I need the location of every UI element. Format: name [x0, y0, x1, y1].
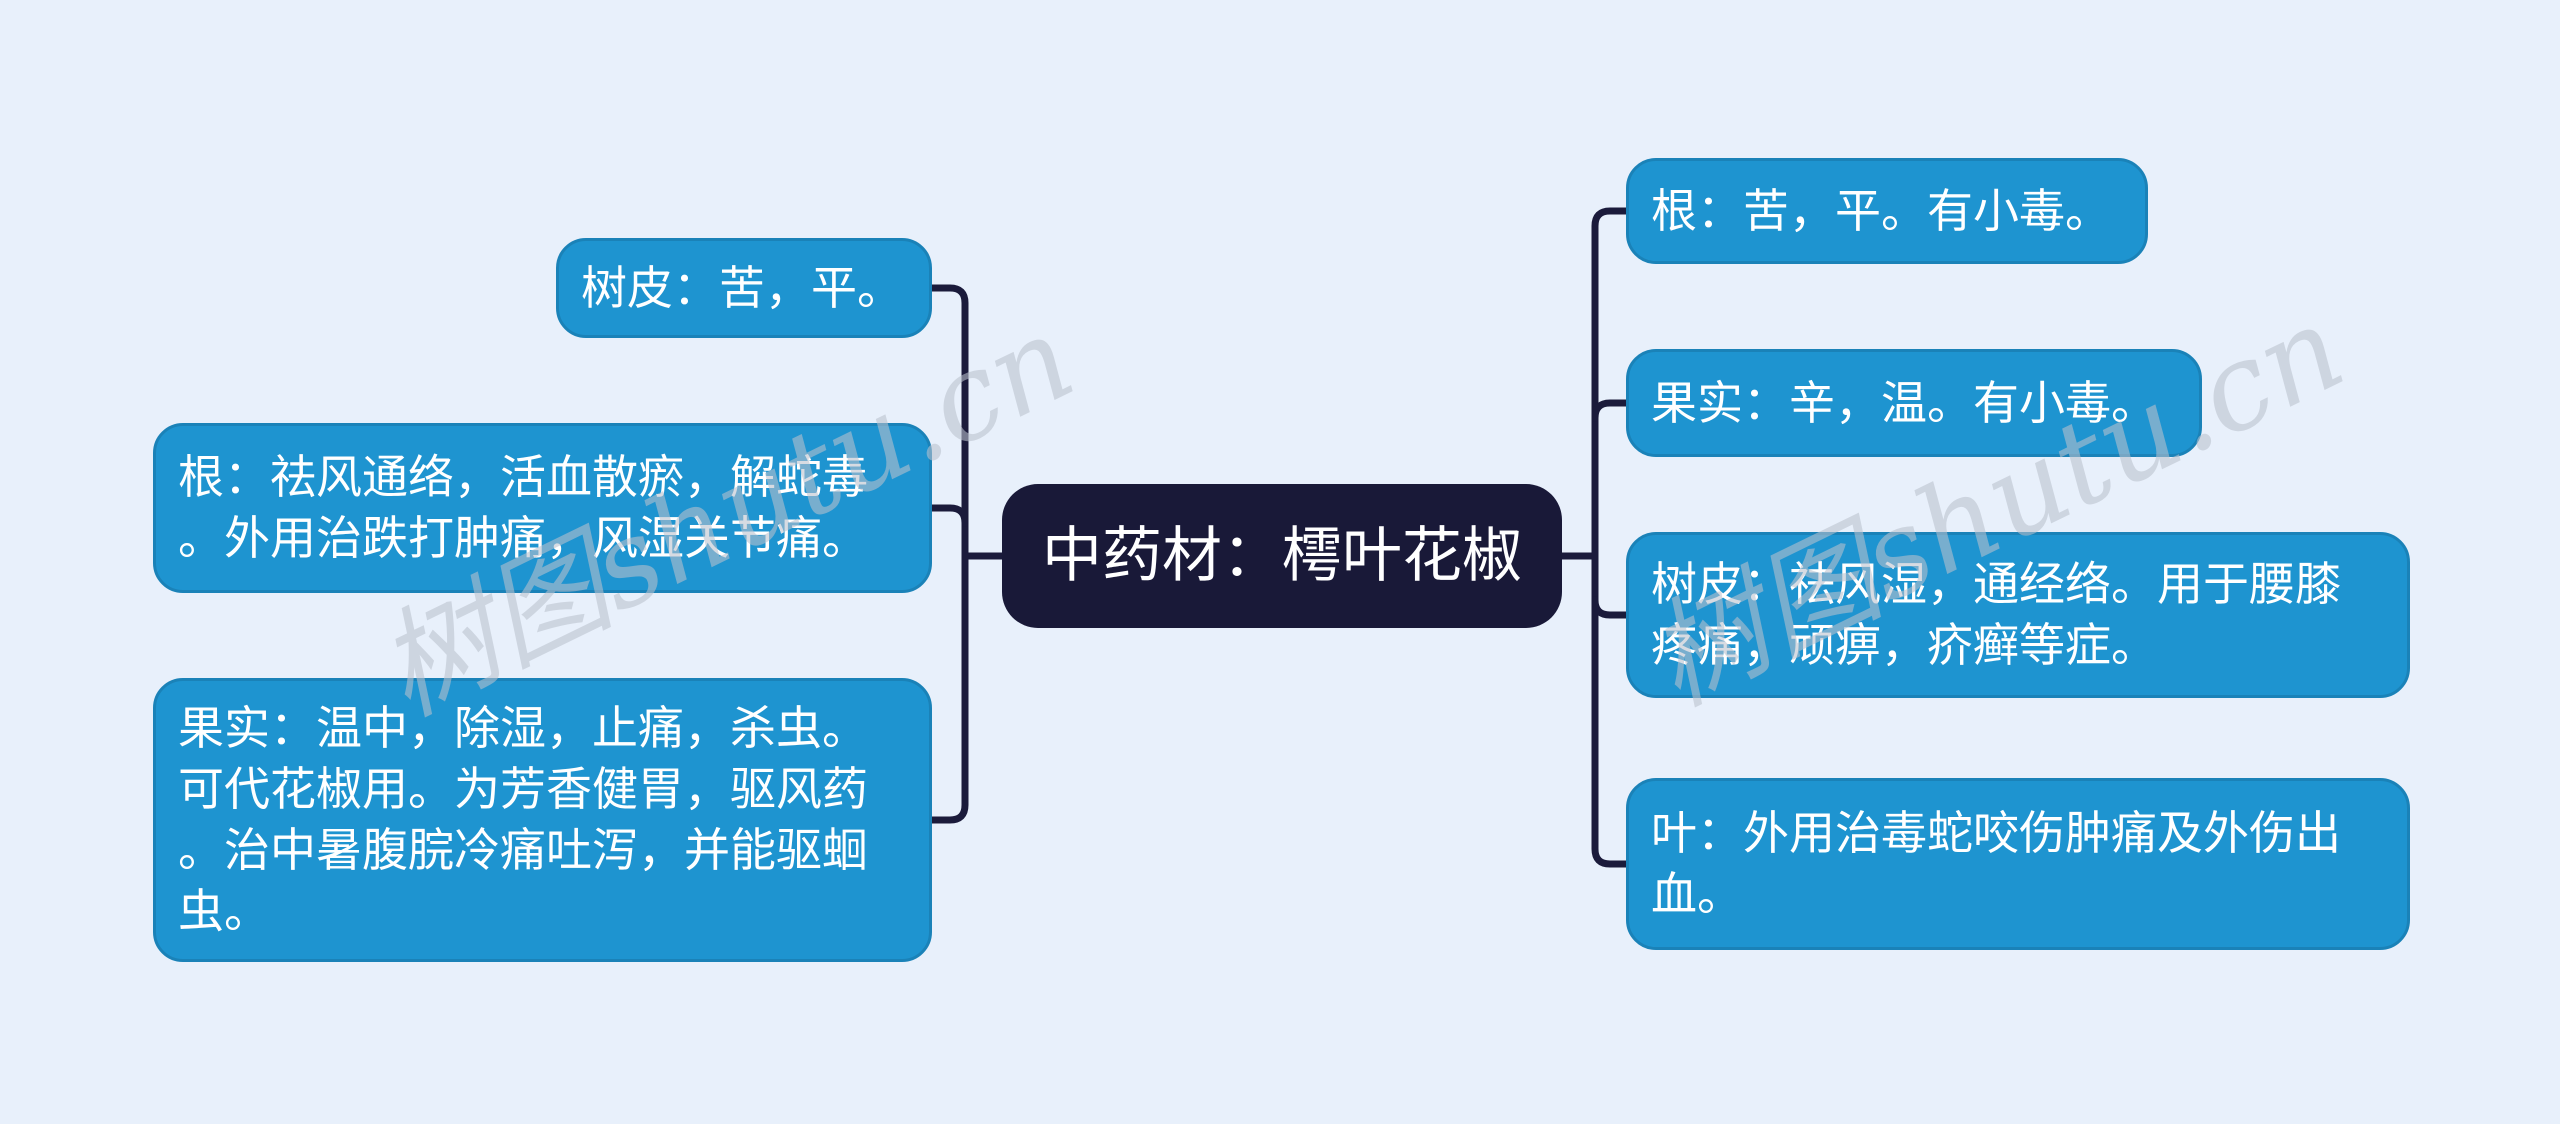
- central-topic-label: 中药材：樗叶花椒: [1042, 522, 1522, 589]
- branch-label: 树皮：苦，平。: [581, 261, 903, 314]
- branch-label: 根：祛风通络，活血散瘀，解蛇毒。外用治跌打肿痛，风湿关节痛。: [178, 451, 868, 564]
- right-spine: [1591, 207, 1630, 868]
- branch-label: 叶：外用治毒蛇咬伤肿痛及外伤出血。: [1651, 807, 2341, 920]
- right-stub-2: [1591, 399, 1630, 422]
- left-middle-stub: [928, 504, 969, 527]
- branch-node-bark-right[interactable]: 树皮：祛风湿，通经络。用于腰膝疼痛，顽痹，疥癣等症。: [1626, 532, 2410, 698]
- branch-node-bark-left[interactable]: 树皮：苦，平。: [556, 238, 932, 338]
- central-topic-node[interactable]: 中药材：樗叶花椒: [1002, 484, 1562, 628]
- branch-label: 树皮：祛风湿，通经络。用于腰膝疼痛，顽痹，疥癣等症。: [1651, 558, 2341, 671]
- branch-label: 根：苦，平。有小毒。: [1651, 184, 2111, 237]
- branch-node-fruit-right[interactable]: 果实：辛，温。有小毒。: [1626, 349, 2202, 457]
- right-stub-3: [1591, 596, 1630, 619]
- branch-label: 果实：温中，除湿，止痛，杀虫。可代花椒用。为芳香健胃，驱风药。治中暑腹脘冷痛吐泻…: [178, 702, 868, 937]
- branch-node-fruit-left[interactable]: 果实：温中，除湿，止痛，杀虫。可代花椒用。为芳香健胃，驱风药。治中暑腹脘冷痛吐泻…: [153, 678, 932, 962]
- branch-node-leaf-right[interactable]: 叶：外用治毒蛇咬伤肿痛及外伤出血。: [1626, 778, 2410, 950]
- branch-node-root-left[interactable]: 根：祛风通络，活血散瘀，解蛇毒。外用治跌打肿痛，风湿关节痛。: [153, 423, 932, 593]
- branch-node-root-right[interactable]: 根：苦，平。有小毒。: [1626, 158, 2148, 264]
- left-spine: [928, 284, 969, 824]
- branch-label: 果实：辛，温。有小毒。: [1651, 376, 2157, 429]
